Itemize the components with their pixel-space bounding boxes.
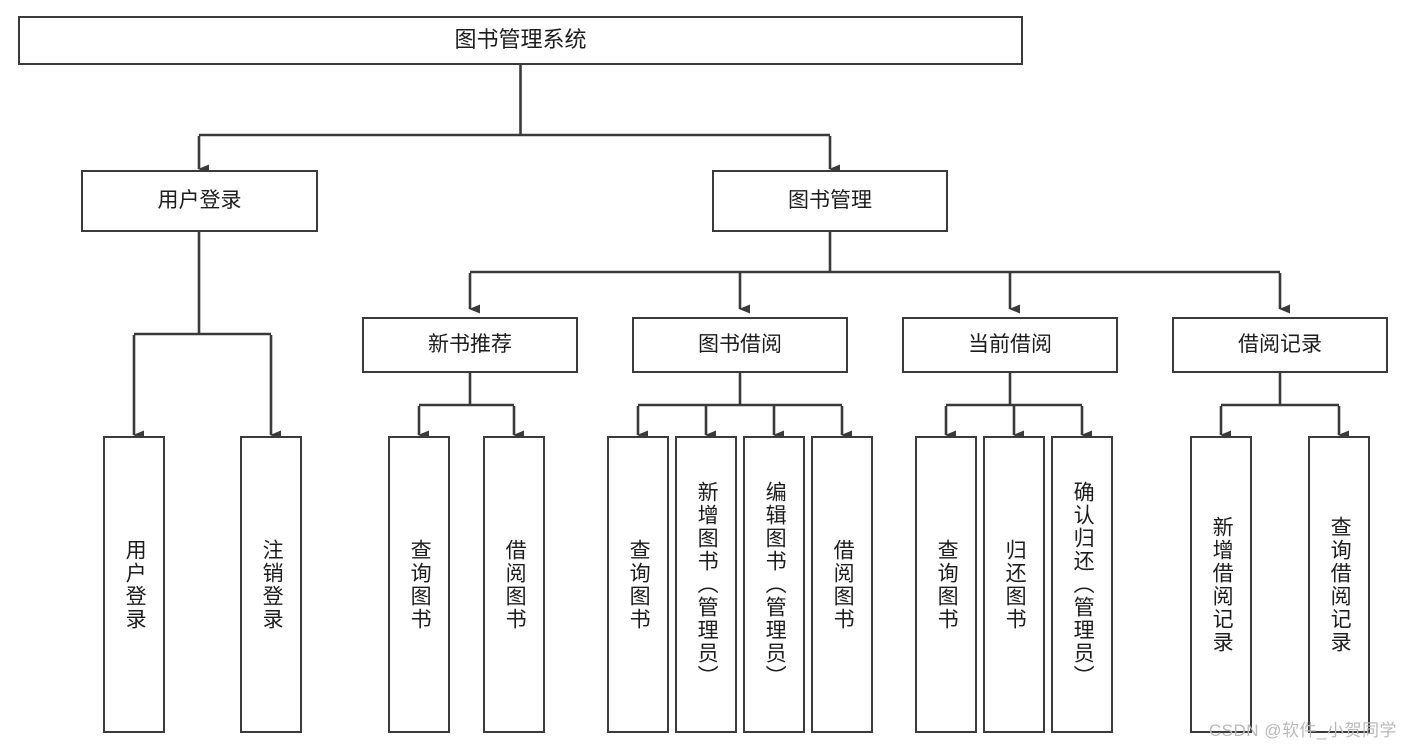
node-label: 归还图书 (1003, 538, 1027, 631)
node-label: 图书借阅 (698, 333, 782, 357)
node-user-login[interactable]: 用户登录 (81, 170, 318, 232)
node-label: 查询图书 (408, 538, 432, 631)
leaf-borrow-record-add[interactable]: 新增借阅记录 (1190, 436, 1252, 733)
node-current-borrow[interactable]: 当前借阅 (902, 317, 1118, 373)
node-label: 用户登录 (157, 189, 242, 213)
leaf-current-borrow-confirm-return[interactable]: 确认归还（管理员） (1051, 436, 1113, 733)
leaf-book-borrow-edit[interactable]: 编辑图书（管理员） (743, 436, 805, 733)
node-label: 新书推荐 (428, 333, 512, 357)
leaf-new-book-borrow[interactable]: 借阅图书 (483, 436, 545, 733)
node-borrow-record[interactable]: 借阅记录 (1172, 317, 1388, 373)
node-label: 当前借阅 (968, 333, 1052, 357)
node-label: 查询图书 (627, 538, 651, 631)
node-label: 图书管理系统 (454, 27, 587, 53)
leaf-book-borrow-query[interactable]: 查询图书 (607, 436, 669, 733)
node-label: 查询借阅记录 (1328, 515, 1352, 654)
leaf-book-borrow-borrow[interactable]: 借阅图书 (811, 436, 873, 733)
node-label: 借阅图书 (503, 538, 527, 631)
node-label: 新增图书（管理员） (695, 481, 719, 688)
node-label: 编辑图书（管理员） (763, 481, 787, 688)
node-root-book-management-system[interactable]: 图书管理系统 (18, 16, 1023, 65)
leaf-user-login-signout[interactable]: 注销登录 (240, 436, 302, 733)
node-label: 确认归还（管理员） (1071, 481, 1095, 688)
leaf-user-login-signin[interactable]: 用户登录 (103, 436, 165, 733)
node-label: 新增借阅记录 (1210, 515, 1234, 654)
node-label: 注销登录 (260, 538, 284, 631)
leaf-book-borrow-add[interactable]: 新增图书（管理员） (675, 436, 737, 733)
leaf-current-borrow-return[interactable]: 归还图书 (983, 436, 1045, 733)
node-label: 用户登录 (123, 538, 147, 631)
node-book-borrow[interactable]: 图书借阅 (632, 317, 848, 373)
node-label: 借阅图书 (831, 538, 855, 631)
node-book-management[interactable]: 图书管理 (712, 170, 948, 232)
node-new-book-recommend[interactable]: 新书推荐 (362, 317, 578, 373)
node-label: 借阅记录 (1238, 333, 1322, 357)
node-label: 查询图书 (935, 538, 959, 631)
leaf-current-borrow-query[interactable]: 查询图书 (915, 436, 977, 733)
leaf-borrow-record-query[interactable]: 查询借阅记录 (1308, 436, 1370, 733)
csdn-watermark: CSDN @软件_小贺同学 (1208, 721, 1397, 740)
node-label: 图书管理 (788, 189, 872, 213)
leaf-new-book-query[interactable]: 查询图书 (388, 436, 450, 733)
